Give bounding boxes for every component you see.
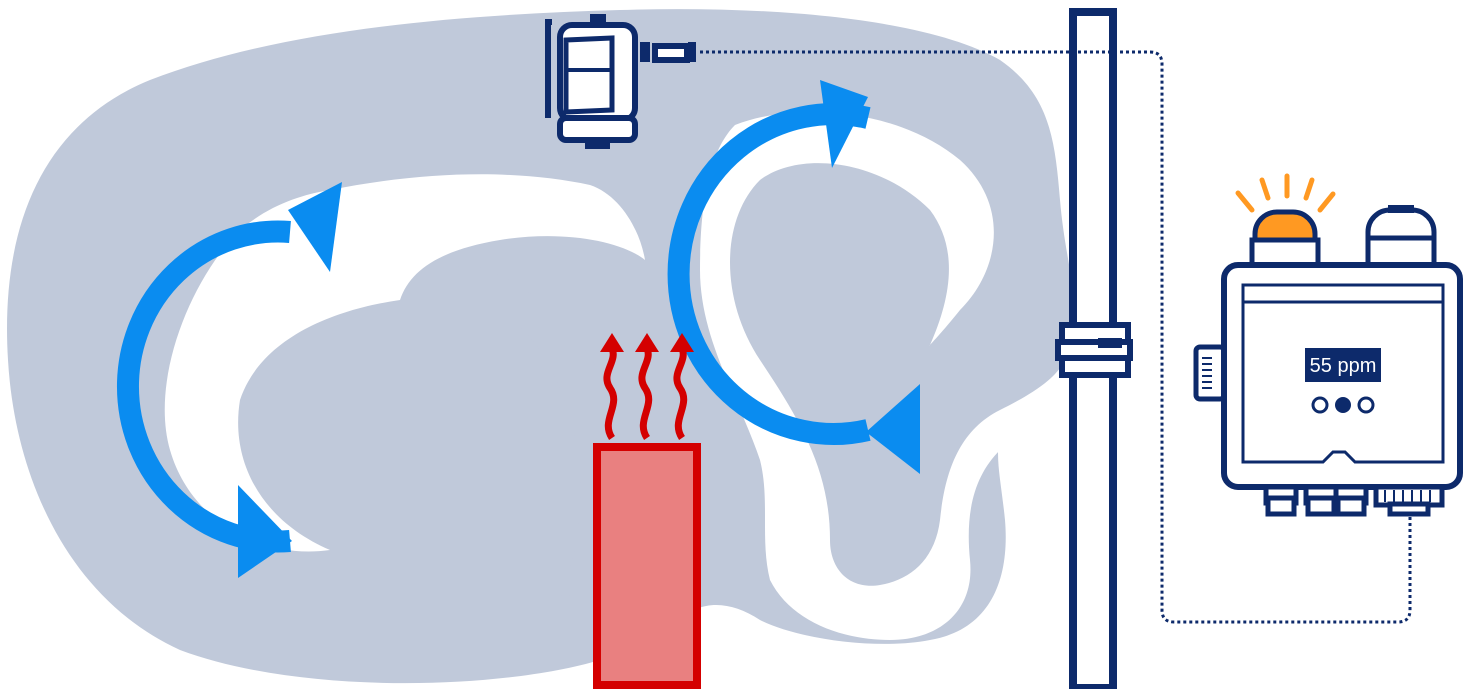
arrowhead-icon bbox=[238, 485, 292, 578]
arrowhead-icon bbox=[866, 384, 920, 474]
arrowhead-icon bbox=[288, 182, 342, 272]
arrowhead-icon bbox=[820, 80, 868, 168]
alarm-beacon-icon bbox=[1235, 173, 1336, 271]
remote-sensor-head bbox=[545, 14, 696, 149]
circulation-arrow-right bbox=[667, 80, 920, 474]
detector-display bbox=[1305, 348, 1381, 382]
signal-cable bbox=[700, 50, 1412, 624]
pipe-clamp bbox=[1055, 322, 1133, 378]
heat-wave-icon bbox=[600, 333, 694, 440]
circulation-arrow-left bbox=[116, 182, 342, 578]
heat-source bbox=[593, 443, 701, 689]
display-reading: 55 ppm bbox=[1310, 355, 1377, 377]
status-led-icon bbox=[1311, 396, 1375, 414]
cable-gland-icon bbox=[1263, 484, 1445, 517]
gas-detector-unit: 55 ppm bbox=[1193, 173, 1463, 517]
airflow-plume bbox=[7, 9, 1077, 684]
